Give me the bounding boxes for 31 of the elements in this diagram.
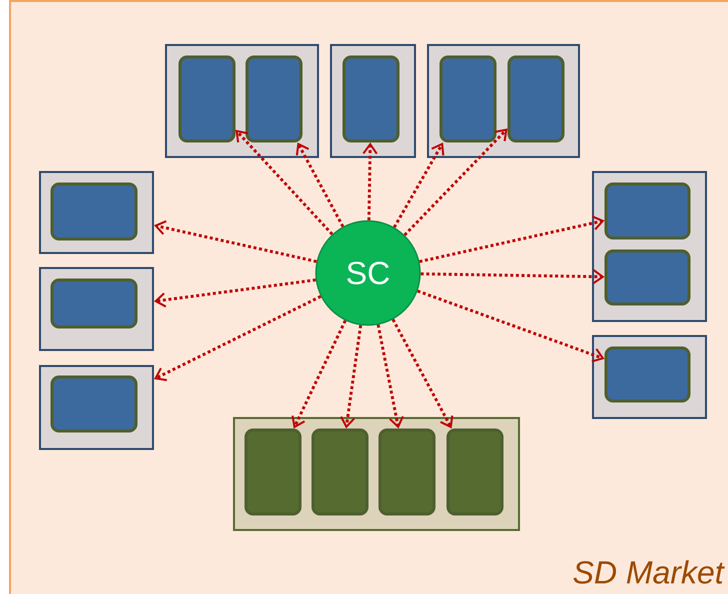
arrow [296,142,344,228]
arrow [362,142,378,220]
arrow [292,320,347,428]
tile-box [312,428,368,516]
arrow [404,128,508,236]
tile-box [246,56,302,142]
tile-box [446,428,504,516]
tile-box [178,56,236,142]
arrow [392,318,454,428]
arrow [393,142,444,228]
arrow [417,290,604,362]
arrow [420,269,604,284]
tile-box [342,56,400,142]
arrow [154,295,322,382]
market-label: SD Market [574,560,725,584]
arrow [419,215,604,264]
arrow [236,130,334,236]
tile-box [378,428,436,516]
tile-box [440,56,496,142]
arrow [154,220,317,263]
tile-box [604,250,690,306]
arrow [376,324,404,428]
tile-box [244,428,302,516]
arrow [340,325,362,428]
tile-box [508,56,564,142]
tile-box [604,182,690,240]
arrow [154,278,316,308]
tile-box [50,182,138,240]
tile-box [604,346,690,402]
tile-box [50,278,138,328]
tile-box [50,376,138,432]
